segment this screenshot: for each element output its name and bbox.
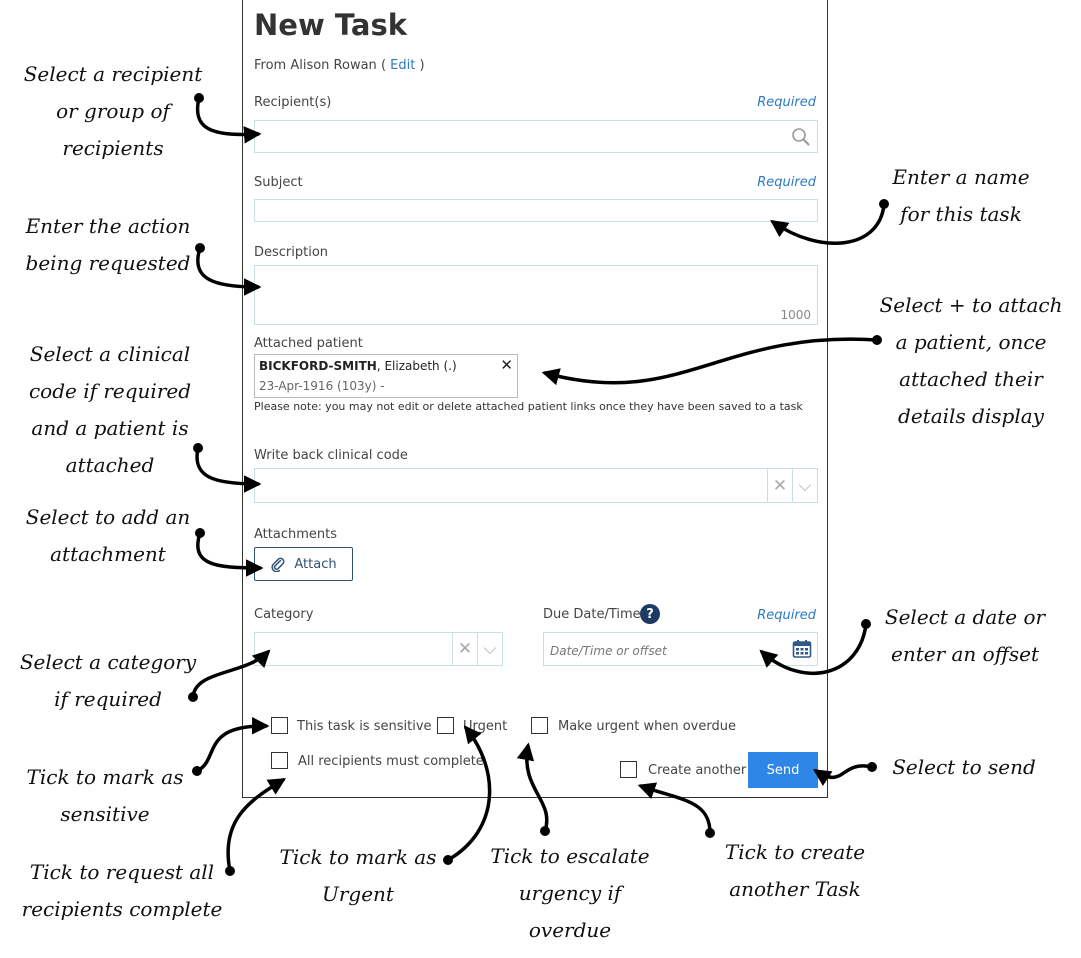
subject-required: Required xyxy=(757,175,816,190)
from-text: From Alison Rowan xyxy=(254,58,377,73)
arrow-dot xyxy=(195,528,205,538)
clear-icon[interactable]: ✕ xyxy=(767,469,792,502)
help-icon[interactable]: ? xyxy=(640,604,660,624)
arrow-sensitive xyxy=(195,717,270,773)
description-textarea[interactable]: 1000 xyxy=(254,265,818,325)
arrow-clinical xyxy=(195,446,262,493)
arrow-urgent xyxy=(446,725,492,862)
arrow-another xyxy=(637,782,712,835)
arrow-category xyxy=(191,649,271,699)
arrow-send xyxy=(813,764,874,786)
from-line: From Alison Rowan ( Edit ) xyxy=(254,58,425,73)
arrow-dot xyxy=(193,443,203,453)
search-icon[interactable] xyxy=(791,127,811,147)
urgent-overdue-checkbox[interactable] xyxy=(531,717,548,734)
arrow-dot xyxy=(443,855,453,865)
arrow-escalate xyxy=(516,742,549,833)
arrow-dot xyxy=(192,766,202,776)
description-label: Description xyxy=(254,245,329,260)
sensitive-label: This task is sensitive xyxy=(297,719,432,734)
patient-surname: BICKFORD-SMITH xyxy=(259,359,377,373)
sensitive-checkbox[interactable] xyxy=(271,717,288,734)
arrow-attachment xyxy=(196,531,264,577)
arrow-name xyxy=(770,202,886,245)
arrow-dot xyxy=(705,828,715,838)
arrow-dot xyxy=(225,866,235,876)
urgent-checkbox[interactable] xyxy=(437,717,454,734)
all-complete-checkbox[interactable] xyxy=(271,752,288,769)
attached-patient-card: BICKFORD-SMITH, Elizabeth (.) 23-Apr-191… xyxy=(254,354,518,398)
edit-link[interactable]: Edit xyxy=(390,58,416,73)
create-another-checkbox[interactable] xyxy=(620,761,637,778)
attach-label: Attach xyxy=(294,556,337,572)
paperclip-icon xyxy=(271,557,285,572)
attachments-label: Attachments xyxy=(254,527,337,542)
subject-label: Subject xyxy=(254,175,303,190)
due-date-label: Due Date/Time xyxy=(543,607,641,622)
calendar-icon[interactable] xyxy=(792,639,812,659)
patient-forename: Elizabeth (.) xyxy=(384,359,457,373)
arrow-patient xyxy=(541,337,879,386)
patient-dob: 23-Apr-1916 (103y) - xyxy=(259,379,385,393)
arrow-all xyxy=(226,778,286,873)
create-another-label: Create another xyxy=(648,763,747,778)
clear-icon[interactable]: ✕ xyxy=(452,633,477,665)
patient-note: Please note: you may not edit or delete … xyxy=(254,400,803,413)
arrow-dot xyxy=(540,826,550,836)
due-date-placeholder: Date/Time or offset xyxy=(550,644,667,658)
attached-patient-label: Attached patient xyxy=(254,336,363,351)
write-back-label: Write back clinical code xyxy=(254,448,408,463)
all-complete-label: All recipients must complete xyxy=(298,754,484,769)
arrow-dot xyxy=(194,93,204,103)
recipients-input[interactable] xyxy=(254,120,818,153)
arrow-dot xyxy=(188,692,198,702)
recipients-label: Recipient(s) xyxy=(254,95,332,110)
description-counter: 1000 xyxy=(780,308,811,322)
subject-input[interactable] xyxy=(254,199,818,222)
arrow-date xyxy=(759,622,868,676)
send-button[interactable]: Send xyxy=(748,752,818,788)
clinical-code-select[interactable]: ✕ ⌵ xyxy=(254,468,818,503)
chevron-down-icon[interactable]: ⌵ xyxy=(477,633,502,665)
urgent-overdue-label: Make urgent when overdue xyxy=(558,719,736,734)
arrow-action xyxy=(196,246,262,296)
arrow-dot xyxy=(195,243,205,253)
attach-button[interactable]: Attach xyxy=(254,547,353,581)
category-select[interactable]: ✕ ⌵ xyxy=(254,632,503,666)
due-required: Required xyxy=(757,608,816,623)
annotation-send: Select to send xyxy=(892,755,1036,779)
recipients-required: Required xyxy=(757,95,816,110)
arrow-dot xyxy=(867,762,877,772)
chevron-down-icon[interactable]: ⌵ xyxy=(792,469,817,502)
page-title: New Task xyxy=(254,8,407,42)
category-label: Category xyxy=(254,607,314,622)
remove-patient-icon[interactable]: ✕ xyxy=(500,356,513,374)
arrow-dot xyxy=(879,199,889,209)
arrow-dot xyxy=(872,335,882,345)
arrow-recipient xyxy=(195,96,262,144)
arrow-dot xyxy=(861,619,871,629)
